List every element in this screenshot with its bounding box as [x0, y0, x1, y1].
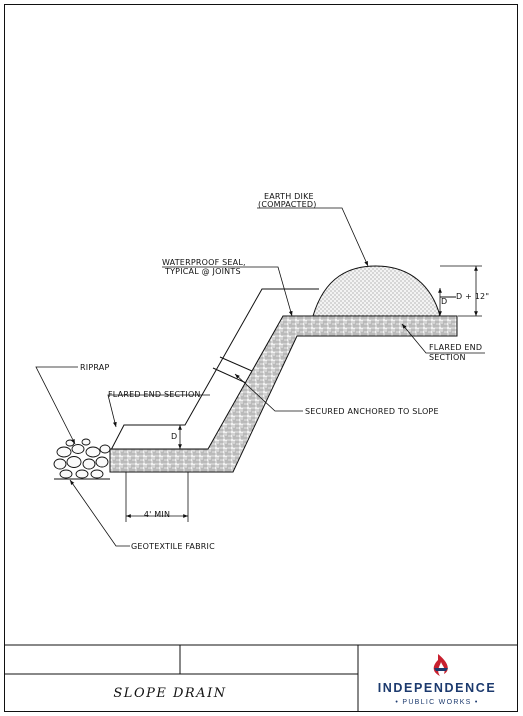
label-flared-end-left: FLARED END SECTION	[108, 390, 201, 399]
slope-profile-left	[110, 288, 319, 451]
svg-text:4' MIN: 4' MIN	[144, 510, 170, 519]
label-earth-dike-compacted: (COMPACTED)	[258, 200, 317, 209]
label-riprap: RIPRAP	[80, 363, 109, 372]
dim-d-left: D	[171, 425, 182, 449]
brand-logo: INDEPENDENCE • PUBLIC WORKS •	[378, 654, 497, 706]
riprap-stones	[53, 438, 111, 479]
label-flared-end-right-section: SECTION	[429, 353, 466, 362]
dim-4-min: 4' MIN	[125, 472, 189, 522]
label-secured-anchored: SECURED ANCHORED TO SLOPE	[305, 407, 439, 416]
label-typical-joints: TYPICAL @ JOINTS	[164, 267, 241, 276]
slope-drain-pipe	[109, 315, 458, 473]
label-geotextile-fabric: GEOTEXTILE FABRIC	[131, 542, 215, 551]
brand-name: INDEPENDENCE	[378, 681, 497, 695]
dim-d-right: D	[438, 288, 447, 316]
leaders	[35, 207, 485, 547]
dim-d-plus-12: D + 12"	[440, 265, 489, 317]
svg-text:D: D	[441, 297, 447, 306]
earth-dike	[312, 265, 441, 317]
drawing-title: SLOPE DRAIN	[113, 686, 226, 701]
label-flared-end-right: FLARED END	[429, 343, 482, 352]
brand-sub: • PUBLIC WORKS •	[395, 699, 478, 706]
svg-text:D + 12": D + 12"	[456, 292, 489, 301]
sheet-border	[4, 4, 518, 712]
label-waterproof-seal: WATERPROOF SEAL,	[162, 258, 246, 267]
slope-drain-detail: D + 12" D D 4' MIN EAR	[35, 192, 489, 551]
svg-text:D: D	[171, 432, 177, 441]
label-earth-dike: EARTH DIKE	[264, 192, 314, 201]
flame-logo-icon	[433, 654, 448, 676]
title-block: SLOPE DRAIN INDEPENDENCE • PUBLIC WORKS …	[4, 644, 518, 712]
